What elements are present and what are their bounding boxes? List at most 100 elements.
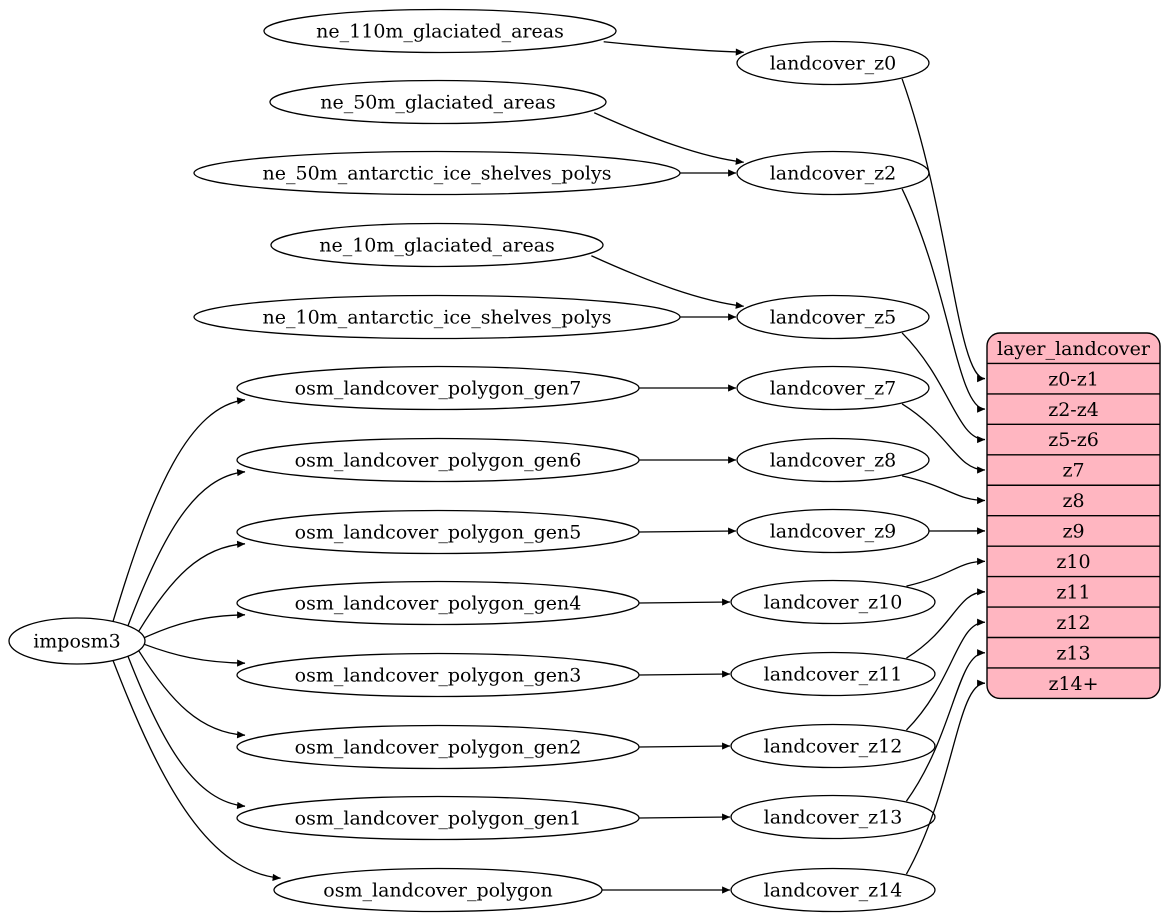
table-row-z13: z13 bbox=[1056, 642, 1090, 664]
node-label-landcover_z10: landcover_z10 bbox=[764, 592, 903, 614]
node-landcover_z9: landcover_z9 bbox=[736, 508, 930, 554]
table-layer-landcover: layer_landcover z0-z1 z2-z4 z5-z6 z7 z8 z9 z10 z… bbox=[986, 332, 1161, 700]
table-row-z10: z10 bbox=[1056, 551, 1090, 573]
node-osm_landcover_polygon_gen4: osm_landcover_polygon_gen4 bbox=[236, 580, 640, 626]
table-row-z2-z4: z2-z4 bbox=[1048, 399, 1099, 421]
edge-osm_landcover_polygon_gen5-to-landcover_z9 bbox=[638, 527, 737, 535]
node-shape-landcover_z12 bbox=[730, 723, 936, 769]
node-label-ne_50m_antarctic_ice_shelves_polys: ne_50m_antarctic_ice_shelves_polys bbox=[263, 163, 612, 185]
edge-osm_landcover_polygon_gen2-to-landcover_z12 bbox=[638, 742, 731, 750]
edge-imposm3-to-osm_landcover_polygon_gen6 bbox=[127, 468, 246, 627]
table-row-z9: z9 bbox=[1062, 521, 1084, 543]
node-label-ne_10m_antarctic_ice_shelves_polys: ne_10m_antarctic_ice_shelves_polys bbox=[263, 307, 612, 329]
node-shape-landcover_z7 bbox=[736, 365, 930, 411]
node-landcover_z0: landcover_z0 bbox=[736, 40, 930, 86]
node-label-landcover_z14: landcover_z14 bbox=[764, 880, 903, 902]
node-ne_10m_glaciated_areas: ne_10m_glaciated_areas bbox=[270, 222, 604, 268]
edge-landcover_z13-to-row-z13 bbox=[905, 649, 986, 802]
table-row-z14+: z14+ bbox=[1048, 673, 1098, 695]
table-row-z12: z12 bbox=[1056, 612, 1090, 634]
node-landcover_z14: landcover_z14 bbox=[730, 867, 936, 913]
node-landcover_z8: landcover_z8 bbox=[736, 437, 930, 483]
node-osm_landcover_polygon_gen7: osm_landcover_polygon_gen7 bbox=[236, 365, 640, 411]
table-row-z8: z8 bbox=[1062, 490, 1084, 512]
edge-ne_10m_glaciated_areas-to-landcover_z5 bbox=[591, 255, 744, 309]
node-landcover_z2: landcover_z2 bbox=[736, 150, 930, 196]
node-shape-landcover_z13 bbox=[730, 794, 936, 840]
node-landcover_z11: landcover_z11 bbox=[730, 651, 936, 697]
node-osm_landcover_polygon_gen6: osm_landcover_polygon_gen6 bbox=[236, 437, 640, 483]
edge-osm_landcover_polygon_gen4-to-landcover_z10 bbox=[638, 598, 731, 606]
node-shape-landcover_z14 bbox=[730, 867, 936, 913]
node-label-osm_landcover_polygon_gen2: osm_landcover_polygon_gen2 bbox=[295, 737, 582, 759]
edge-landcover_z14-to-row-z14+ bbox=[905, 679, 986, 875]
node-label-osm_landcover_polygon_gen1: osm_landcover_polygon_gen1 bbox=[295, 808, 582, 830]
node-osm_landcover_polygon_gen5: osm_landcover_polygon_gen5 bbox=[236, 509, 640, 555]
node-label-osm_landcover_polygon_gen5: osm_landcover_polygon_gen5 bbox=[295, 522, 582, 544]
node-label-landcover_z7: landcover_z7 bbox=[770, 378, 897, 400]
node-landcover_z13: landcover_z13 bbox=[730, 794, 936, 840]
edge-landcover_z5-to-row-z5-z6 bbox=[901, 332, 986, 444]
node-ne_10m_antarctic_ice_shelves_polys: ne_10m_antarctic_ice_shelves_polys bbox=[193, 294, 681, 340]
edge-imposm3-to-osm_landcover_polygon_gen3 bbox=[144, 643, 246, 667]
node-label-osm_landcover_polygon_gen4: osm_landcover_polygon_gen4 bbox=[295, 593, 582, 615]
table-row-z5-z6: z5-z6 bbox=[1048, 429, 1099, 451]
edge-osm_landcover_polygon_gen1-to-landcover_z13 bbox=[638, 813, 731, 821]
node-label-ne_110m_glaciated_areas: ne_110m_glaciated_areas bbox=[316, 21, 564, 43]
node-label-landcover_z11: landcover_z11 bbox=[764, 664, 903, 686]
edge-landcover_z2-to-row-z2-z4 bbox=[901, 188, 986, 413]
edge-imposm3-to-osm_landcover_polygon_gen2 bbox=[138, 650, 246, 739]
node-label-osm_landcover_polygon: osm_landcover_polygon bbox=[323, 880, 552, 902]
node-landcover_z5: landcover_z5 bbox=[736, 294, 930, 340]
node-landcover_z12: landcover_z12 bbox=[730, 723, 936, 769]
edge-landcover_z11-to-row-z11 bbox=[906, 588, 986, 659]
node-shape-ne_110m_glaciated_areas bbox=[263, 8, 617, 54]
node-label-landcover_z13: landcover_z13 bbox=[764, 807, 903, 829]
node-label-imposm3: imposm3 bbox=[33, 631, 121, 653]
node-osm_landcover_polygon_gen2: osm_landcover_polygon_gen2 bbox=[236, 724, 640, 770]
node-shape-ne_10m_glaciated_areas bbox=[270, 222, 604, 268]
edge-imposm3-to-osm_landcover_polygon_gen1 bbox=[127, 655, 246, 810]
node-osm_landcover_polygon: osm_landcover_polygon bbox=[273, 867, 603, 913]
edge-landcover_z0-to-row-z0-z1 bbox=[901, 78, 986, 383]
table-row-z11: z11 bbox=[1056, 581, 1090, 603]
table-header: layer_landcover bbox=[997, 338, 1151, 360]
table-row-z0-z1: z0-z1 bbox=[1048, 368, 1099, 390]
node-landcover_z10: landcover_z10 bbox=[730, 579, 936, 625]
node-shape-landcover_z8 bbox=[736, 437, 930, 483]
edge-landcover_z7-to-row-z7 bbox=[901, 403, 986, 474]
edge-landcover_z12-to-row-z12 bbox=[905, 618, 986, 731]
edge-ne_110m_glaciated_areas-to-landcover_z0 bbox=[603, 41, 744, 56]
node-imposm3: imposm3 bbox=[8, 617, 146, 665]
table-row-z7: z7 bbox=[1062, 460, 1084, 482]
node-landcover_z7: landcover_z7 bbox=[736, 365, 930, 411]
node-shape-landcover_z0 bbox=[736, 40, 930, 86]
edge-ne_50m_glaciated_areas-to-landcover_z2 bbox=[593, 112, 744, 165]
node-label-ne_10m_glaciated_areas: ne_10m_glaciated_areas bbox=[319, 235, 555, 257]
edge-imposm3-to-osm_landcover_polygon_gen7 bbox=[112, 397, 246, 622]
node-label-osm_landcover_polygon_gen3: osm_landcover_polygon_gen3 bbox=[295, 665, 582, 687]
node-label-landcover_z12: landcover_z12 bbox=[764, 736, 903, 758]
node-ne_110m_glaciated_areas: ne_110m_glaciated_areas bbox=[263, 8, 617, 54]
node-shape-landcover_z10 bbox=[730, 579, 936, 625]
node-label-landcover_z5: landcover_z5 bbox=[770, 307, 897, 329]
node-osm_landcover_polygon_gen3: osm_landcover_polygon_gen3 bbox=[236, 652, 640, 698]
edge-osm_landcover_polygon_gen3-to-landcover_z11 bbox=[638, 670, 731, 678]
node-ne_50m_antarctic_ice_shelves_polys: ne_50m_antarctic_ice_shelves_polys bbox=[193, 150, 681, 196]
node-label-ne_50m_glaciated_areas: ne_50m_glaciated_areas bbox=[320, 92, 556, 114]
node-shape-landcover_z11 bbox=[730, 651, 936, 697]
node-osm_landcover_polygon_gen1: osm_landcover_polygon_gen1 bbox=[236, 795, 640, 841]
node-label-landcover_z2: landcover_z2 bbox=[770, 163, 897, 185]
node-shape-imposm3 bbox=[8, 617, 146, 665]
node-label-landcover_z8: landcover_z8 bbox=[770, 450, 897, 472]
edge-landcover_z8-to-row-z8 bbox=[901, 475, 986, 505]
node-label-osm_landcover_polygon_gen7: osm_landcover_polygon_gen7 bbox=[295, 378, 582, 400]
edge-imposm3-to-osm_landcover_polygon_gen5 bbox=[138, 540, 246, 632]
edge-imposm3-to-osm_landcover_polygon_gen4 bbox=[144, 611, 246, 639]
node-shape-landcover_z5 bbox=[736, 294, 930, 340]
node-label-landcover_z9: landcover_z9 bbox=[770, 521, 897, 543]
edge-imposm3-to-osm_landcover_polygon bbox=[112, 660, 281, 882]
node-label-landcover_z0: landcover_z0 bbox=[770, 53, 897, 75]
